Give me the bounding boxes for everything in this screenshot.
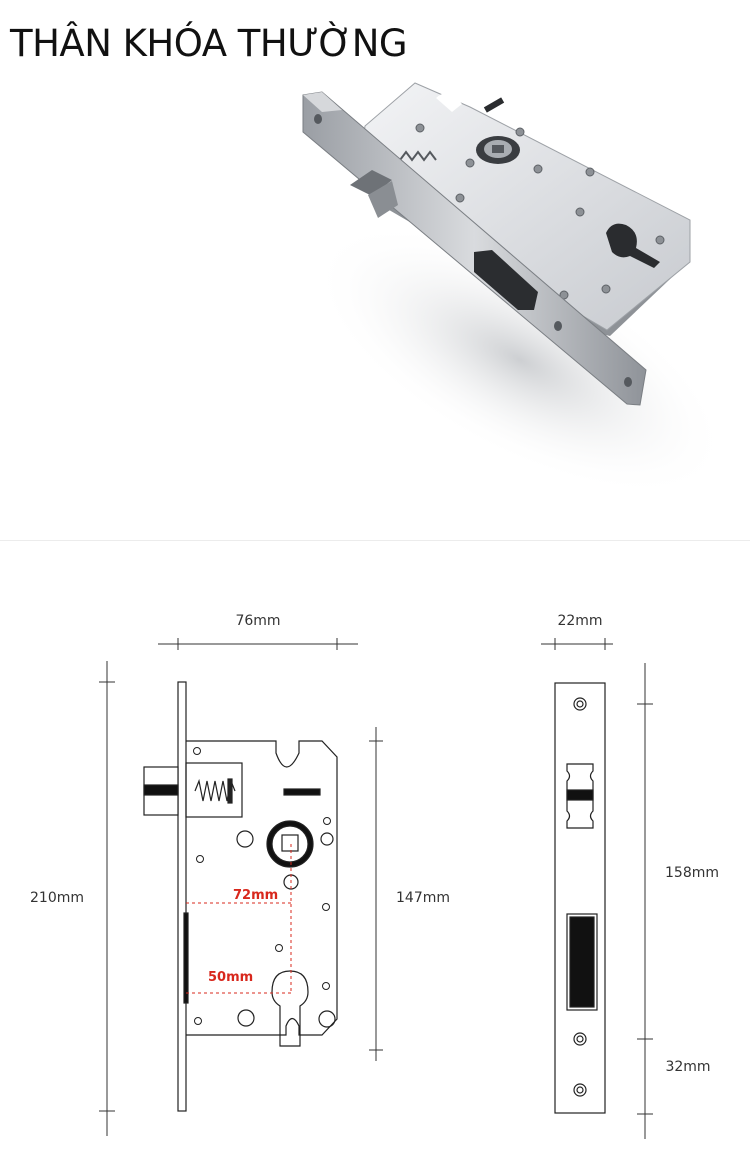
latch-bolt	[350, 170, 398, 218]
case-slot	[483, 97, 505, 113]
faceplate-holes	[314, 114, 632, 387]
front-faceplate	[177, 681, 187, 1112]
side-screw-top	[573, 697, 587, 711]
backset-label-72mm: 72mm	[233, 888, 278, 903]
side-deadbolt	[569, 916, 595, 1008]
front-screws	[193, 747, 331, 1025]
front-deadbolt	[183, 912, 189, 1004]
dimension-label-76mm: 76mm	[235, 613, 280, 629]
side-latch-opening	[566, 763, 594, 829]
latch-spring	[399, 150, 437, 162]
dimension-height-side: 158mm 32mm	[637, 663, 719, 1139]
side-faceplate	[554, 682, 606, 1114]
dimension-label-32mm: 32mm	[665, 1059, 710, 1075]
deadbolt-opening	[474, 250, 538, 310]
case-notch	[436, 93, 462, 112]
front-hole-bottom-left	[237, 1009, 255, 1027]
technical-drawing: 76mm 210mm 147mm 22mm 158	[30, 613, 719, 1139]
dimension-label-147mm: 147mm	[396, 890, 450, 906]
photo-shadow	[312, 223, 728, 497]
backset-label-50mm: 50mm	[208, 970, 253, 985]
page-title: THÂN KHÓA THƯỜNG	[10, 22, 408, 65]
faceplate-top	[303, 92, 342, 112]
front-case-outline	[186, 740, 338, 1036]
side-screw-mid-inner	[576, 1035, 584, 1043]
front-hole-right	[320, 832, 334, 846]
front-view	[143, 681, 338, 1112]
front-hole-bottom-right	[318, 1010, 336, 1028]
lock-body-photo	[302, 82, 728, 497]
photo-screws	[415, 123, 665, 300]
front-slot	[283, 788, 321, 796]
dimension-label-158mm: 158mm	[665, 865, 719, 881]
side-latch-band	[566, 789, 594, 801]
front-spring-stop	[227, 778, 233, 804]
dimension-label-210mm: 210mm	[30, 890, 84, 906]
backset-guides	[186, 844, 292, 994]
front-latch-band	[143, 784, 179, 796]
front-hub-square	[281, 834, 299, 852]
spindle-hub	[476, 136, 520, 164]
side-deadbolt-opening	[566, 913, 598, 1011]
side-screw-top-inner	[576, 700, 584, 708]
front-cylinder-cutout	[271, 970, 309, 1047]
dimension-width-22: 22mm	[541, 613, 613, 650]
cylinder-cutout	[606, 223, 660, 268]
side-view	[554, 682, 606, 1114]
side-screw-bottom-inner	[576, 1086, 584, 1094]
side-screw-bottom	[573, 1083, 587, 1097]
dimension-height-210: 210mm	[30, 661, 115, 1136]
dimension-height-147: 147mm	[369, 727, 450, 1061]
dimension-width-76: 76mm	[158, 613, 358, 650]
side-screw-mid	[573, 1032, 587, 1046]
dimension-label-22mm: 22mm	[557, 613, 602, 629]
front-latch-housing	[185, 762, 243, 818]
front-hole-left	[236, 830, 254, 848]
section-divider	[0, 540, 750, 541]
